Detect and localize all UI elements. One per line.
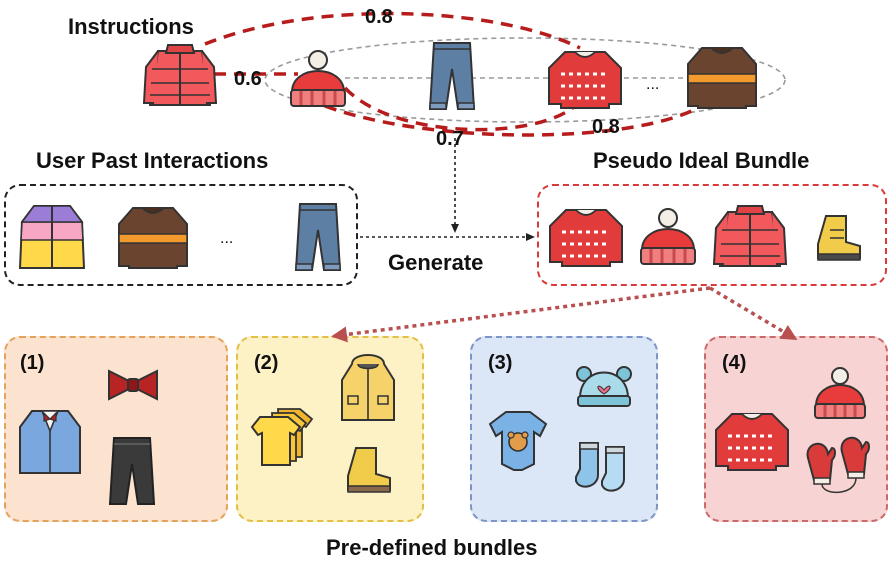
bundle-3-label: (3)	[488, 352, 513, 374]
generate-arrows	[360, 138, 535, 241]
christmas-sweater-icon	[549, 209, 623, 267]
red-beanie-icon	[640, 208, 696, 265]
red-edges	[204, 11, 706, 137]
user-past-label: User Past Interactions	[36, 148, 269, 173]
ellipsis-top: ...	[646, 76, 660, 93]
predefined-bundles-label: Pre-defined bundles	[326, 535, 538, 560]
trousers-icon	[108, 437, 156, 505]
yellow-boot-icon	[817, 215, 861, 261]
gray-edges	[264, 37, 786, 123]
bundle-1-label: (1)	[20, 352, 45, 374]
boot-icon	[347, 447, 391, 493]
puffer-jacket-icon	[712, 205, 788, 267]
edge-weight-label: 0.8	[365, 6, 393, 28]
instructions-label: Instructions	[68, 14, 194, 39]
edge-weight-label: 0.6	[234, 68, 262, 90]
red-beanie-icon	[290, 50, 346, 107]
windbreaker-icon	[18, 205, 86, 269]
socks-icon	[575, 442, 625, 492]
t-shirts-icon	[250, 408, 314, 466]
jeans-icon	[294, 203, 342, 271]
edge-jacket-sweater	[204, 11, 581, 50]
christmas-sweater-icon	[548, 51, 622, 109]
generate-label: Generate	[388, 250, 484, 275]
gray-ellipse	[264, 37, 786, 123]
bundle-2-label: (2)	[254, 352, 279, 374]
parka-icon	[341, 354, 395, 421]
red-beanie-icon	[814, 367, 866, 419]
edge-weight-label: 0.7	[436, 128, 464, 150]
retrieval-arrows	[331, 286, 798, 343]
jeans-icon	[428, 42, 476, 110]
christmas-sweater-icon	[715, 413, 789, 471]
mittens-icon	[806, 437, 870, 493]
edge-beanie-brown	[324, 102, 706, 137]
arrow-to-bundle-4	[709, 286, 798, 341]
pseudo-ideal-label: Pseudo Ideal Bundle	[593, 148, 810, 173]
arrow-to-bundle-2	[331, 286, 711, 343]
blue-suit-icon	[19, 410, 81, 474]
brown-sweater-icon	[687, 47, 757, 109]
ellipsis-user: ...	[220, 230, 234, 247]
puffer-jacket-icon	[142, 44, 218, 106]
edge-weight-label: 0.8	[592, 116, 620, 138]
edge-beanie-sweater	[343, 86, 577, 132]
onesie-icon	[488, 411, 548, 471]
bundle-4-label: (4)	[722, 352, 747, 374]
baby-hat-icon	[576, 366, 632, 407]
brown-sweater-icon	[118, 207, 188, 269]
bow-tie-icon	[108, 369, 158, 401]
